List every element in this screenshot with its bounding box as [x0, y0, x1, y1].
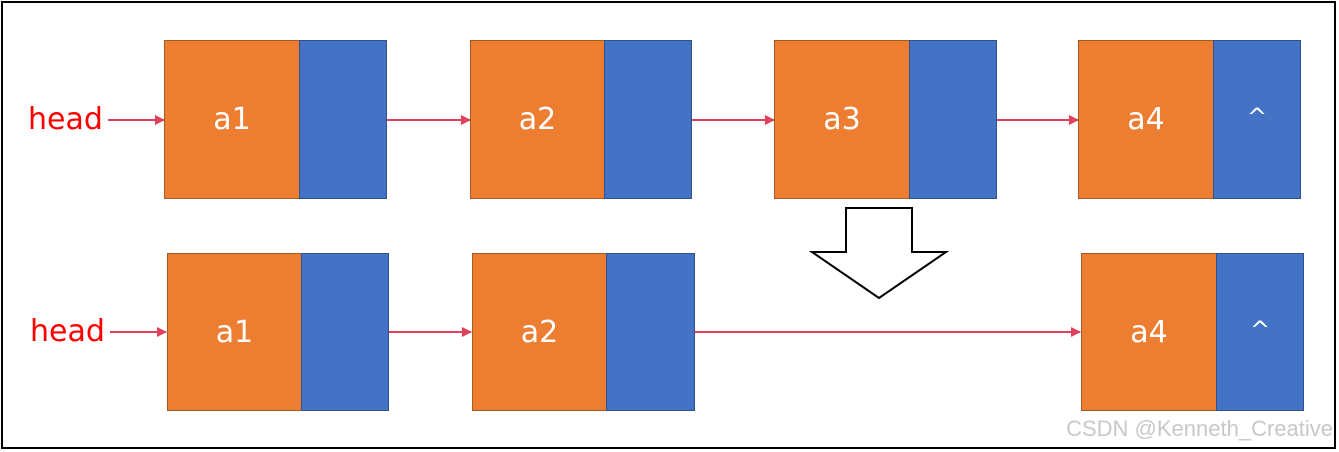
- node-data-a4-top: a4: [1078, 40, 1214, 199]
- node-pointer-a4-bottom: ^: [1216, 253, 1304, 411]
- node-pointer-a1-bottom: [301, 253, 389, 411]
- node-pointer-a2-top: [604, 40, 692, 199]
- head-label-top: head: [28, 102, 103, 137]
- node-data-a3-top: a3: [774, 40, 910, 199]
- node-data-a4-bottom: a4: [1081, 253, 1217, 411]
- node-data-a1-top: a1: [164, 40, 300, 199]
- node-data-a2-bottom: a2: [472, 253, 607, 411]
- head-label-bottom: head: [30, 314, 105, 349]
- node-pointer-a2-bottom: [606, 253, 695, 411]
- down-arrow-icon: [808, 207, 950, 300]
- node-pointer-a1-top: [299, 40, 387, 199]
- node-data-a1-bottom: a1: [167, 253, 302, 411]
- node-pointer-a4-top: ^: [1213, 40, 1301, 199]
- watermark: CSDN @Kenneth_Creative: [1066, 416, 1333, 441]
- node-data-a2-top: a2: [470, 40, 605, 199]
- node-pointer-a3-top: [909, 40, 997, 199]
